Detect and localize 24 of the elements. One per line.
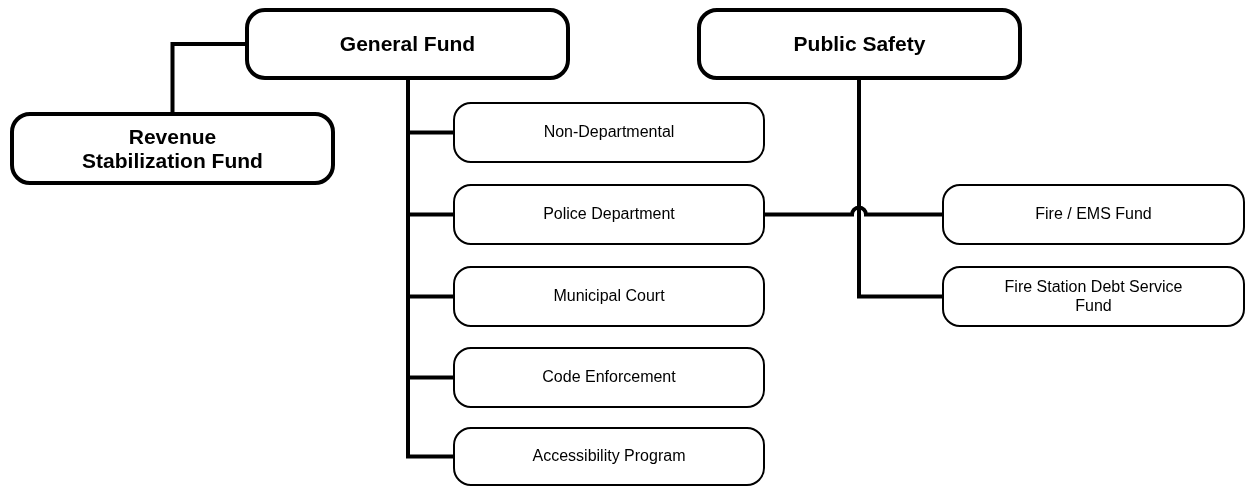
fund-box: [453, 184, 765, 245]
fund-name: General Fund: [339, 32, 476, 56]
fund-box: [697, 8, 1022, 80]
fund-name: Public Safety: [793, 32, 926, 56]
fund-name: Non-Departmental: [543, 123, 675, 142]
fund-name: Fire Station Debt Service Fund: [1003, 278, 1184, 315]
fund-name: Accessibility Program: [532, 447, 686, 466]
fund-box: [453, 266, 765, 327]
fund-box: [453, 427, 765, 486]
fund-name: Police Department: [543, 205, 675, 224]
connector-line: [857, 80, 942, 299]
fund-box: [453, 102, 765, 163]
connector-line: [170, 42, 245, 112]
fund-name: Fire / EMS Fund: [1035, 205, 1152, 224]
fund-name: Municipal Court: [553, 287, 665, 306]
fund-name: Code Enforcement: [542, 368, 676, 387]
fund-box: [245, 8, 570, 80]
fund-box: [10, 112, 335, 185]
fund-box: [453, 347, 765, 408]
connector-line: [765, 205, 942, 217]
fund-box: [942, 184, 1245, 245]
connector-line: [406, 80, 453, 459]
fund-box: [942, 266, 1245, 327]
fund-name: Revenue Stabilization Fund: [81, 125, 264, 172]
